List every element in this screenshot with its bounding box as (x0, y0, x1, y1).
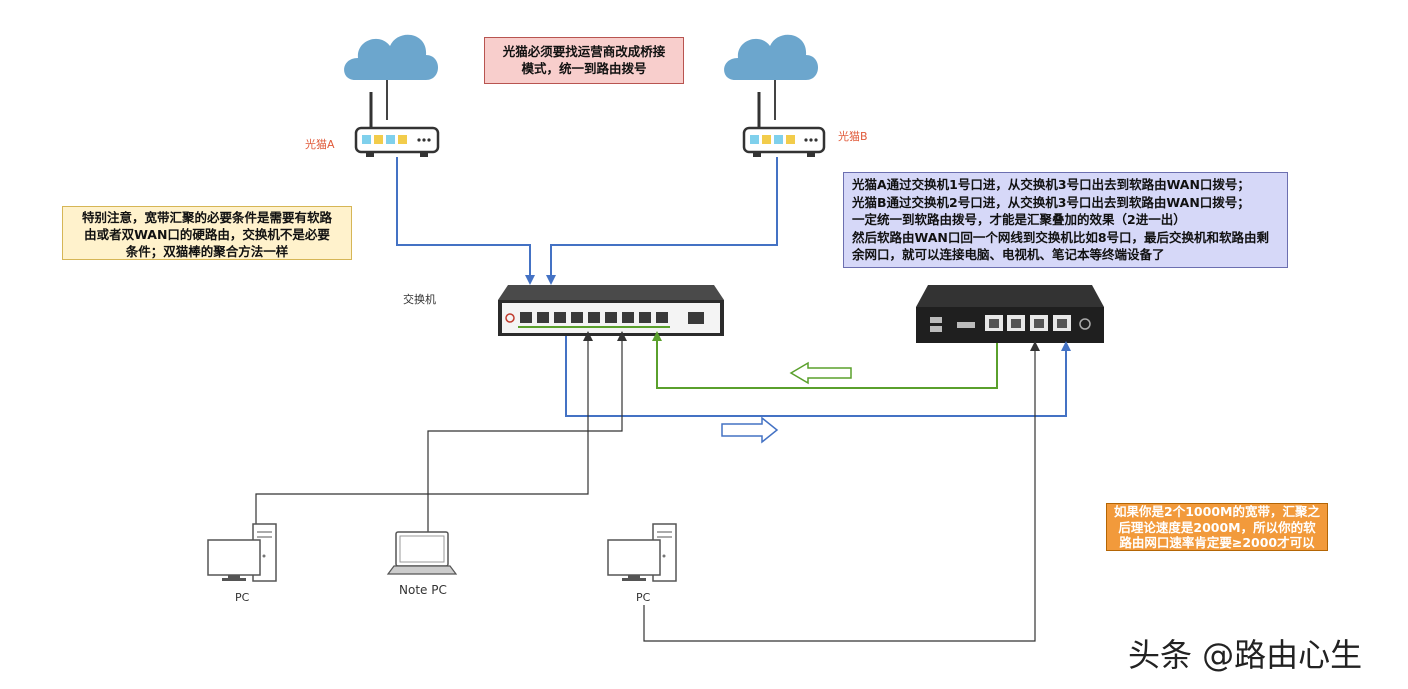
pc-left-icon (207, 523, 277, 582)
note-pc-icon (386, 531, 458, 575)
speed-note-line: 后理论速度是2000M，所以你的软 (1118, 519, 1316, 535)
wiring-note-line: 光猫B通过交换机2号口进，从交换机3号口出去到软路由WAN口拨号； (852, 194, 1250, 210)
switch-icon (498, 285, 724, 336)
modem-a-icon (354, 92, 440, 157)
switch-label: 交换机 (403, 293, 436, 306)
green-direction-arrow-icon (789, 361, 852, 385)
cloud-a-icon (344, 34, 438, 80)
pc-left-label: PC (235, 591, 250, 604)
soft-router-icon (916, 285, 1104, 343)
blue-direction-arrow-icon (721, 416, 779, 444)
speed-note-line: 如果你是2个1000M的宽带，汇聚之 (1114, 504, 1320, 519)
router-to-switch-line (652, 331, 998, 389)
cloud-b-icon (724, 34, 818, 80)
note-pc-label: Note PC (399, 583, 447, 597)
requirement-note-line: 由或者双WAN口的硬路由，交换机不是必要 (84, 227, 330, 242)
requirement-note-line: 条件；双猫棒的聚合方法一样 (125, 244, 289, 259)
modem-a-label: 光猫A (305, 138, 335, 151)
bridge-note-line: 模式，统一到路由拨号 (521, 61, 647, 76)
switch-to-router-line (565, 336, 1071, 417)
pc-right-icon (607, 523, 677, 582)
wiring-note-line: 一定统一到软路由拨号，才能是汇聚叠加的效果（2进一出） (852, 212, 1186, 227)
modem-b-icon (742, 92, 826, 157)
bridge-note-line: 光猫必须要找运营商改成桥接 (502, 44, 666, 59)
pc-right-line (643, 341, 1040, 642)
wiring-note-line: 然后软路由WAN口回一个网线到交换机比如8号口，最后交换机和软路由剩 (852, 229, 1270, 245)
modem-b-to-switch-line (546, 157, 778, 285)
speed-note: 如果你是2个1000M的宽带，汇聚之 后理论速度是2000M，所以你的软 路由网… (1106, 503, 1328, 551)
requirement-note: 特别注意，宽带汇聚的必要条件是需要有软路 由或者双WAN口的硬路由，交换机不是必… (62, 206, 352, 260)
pc-right-label: PC (636, 591, 651, 604)
pc-left-line (255, 331, 593, 526)
bridge-mode-note: 光猫必须要找运营商改成桥接 模式，统一到路由拨号 (484, 37, 684, 84)
modem-b-label: 光猫B (838, 130, 868, 143)
requirement-note-line: 特别注意，宽带汇聚的必要条件是需要有软路 (81, 210, 332, 225)
note-pc-line (427, 331, 627, 532)
wiring-note: 光猫A通过交换机1号口进，从交换机3号口出去到软路由WAN口拨号； 光猫B通过交… (843, 172, 1288, 268)
wiring-note-line: 光猫A通过交换机1号口进，从交换机3号口出去到软路由WAN口拨号； (852, 177, 1250, 192)
modem-a-to-switch-line (396, 157, 535, 285)
watermark: 头条 @路由心生 (1128, 636, 1363, 674)
wiring-note-line: 余网口，就可以连接电脑、电视机、笔记本等终端设备了 (852, 247, 1165, 262)
speed-note-line: 路由网口速率肯定要≥2000才可以 (1119, 535, 1315, 550)
